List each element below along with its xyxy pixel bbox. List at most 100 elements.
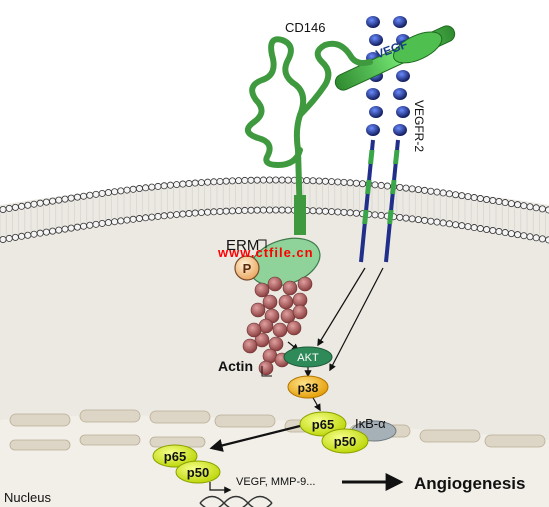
membrane-bead	[210, 208, 218, 216]
membrane-bead	[507, 230, 515, 238]
membrane-bead	[80, 192, 88, 200]
membrane-bead	[235, 177, 243, 185]
membrane-bead	[464, 193, 472, 201]
actin-bead	[278, 294, 294, 310]
membrane-bead	[383, 182, 391, 190]
membrane-bead	[489, 197, 497, 205]
dna-helix	[199, 495, 273, 507]
vegfr2-label: VEGFR-2	[412, 100, 426, 152]
membrane-bead	[545, 236, 549, 244]
membrane-bead	[154, 212, 162, 220]
membrane-bead	[340, 178, 348, 186]
membrane-bead	[507, 200, 515, 208]
membrane-bead	[179, 210, 187, 218]
membrane-bead	[346, 179, 354, 187]
membrane-bead	[253, 176, 261, 184]
membrane-bead	[489, 227, 497, 235]
membrane-bead	[272, 176, 280, 184]
membrane-bead	[98, 219, 106, 227]
membrane-bead	[427, 217, 435, 225]
membrane-bead	[204, 178, 212, 186]
receptor-bead	[366, 124, 380, 136]
receptor-green-segment	[368, 149, 375, 165]
membrane-bead	[11, 203, 19, 211]
membrane-bead	[520, 232, 528, 240]
membrane-bead	[452, 191, 460, 199]
membrane-bead	[458, 192, 466, 200]
membrane-bead	[228, 177, 236, 185]
membrane-bead	[197, 179, 205, 187]
p65-nucleus-label: p65	[164, 449, 186, 464]
membrane-bead	[278, 206, 286, 214]
membrane-bead	[247, 176, 255, 184]
p50-nucleus-label: p50	[187, 465, 209, 480]
membrane-bead	[42, 228, 50, 236]
membrane-bead	[470, 194, 478, 202]
actin-bead	[297, 276, 313, 292]
membrane-bead	[104, 189, 112, 197]
membrane-bead	[222, 177, 230, 185]
membrane-bead	[514, 231, 522, 239]
membrane-bead	[396, 213, 404, 221]
membrane-bead	[340, 208, 348, 216]
actin-bead	[246, 322, 262, 338]
watermark-text: www.ctfile.cn	[217, 245, 314, 260]
membrane-bead	[526, 233, 534, 241]
membrane-bead	[204, 208, 212, 216]
nuclear-pore-segment	[79, 409, 141, 423]
membrane-bead	[173, 181, 181, 189]
actin-bead	[272, 322, 288, 338]
membrane-bead	[148, 183, 156, 191]
receptor-green-segment	[387, 209, 394, 225]
arrow-transcription	[209, 482, 232, 494]
membrane-bead	[123, 186, 131, 194]
arrow-receptor-p38	[329, 267, 384, 372]
membrane-bead	[352, 179, 360, 187]
membrane-bead	[284, 206, 292, 214]
arrow-p38-p65	[311, 395, 321, 412]
membrane-bead	[173, 211, 181, 219]
membrane-bead	[495, 228, 503, 236]
vegfr2-receptor	[359, 16, 410, 263]
membrane-bead	[439, 189, 447, 197]
membrane-bead	[476, 225, 484, 233]
membrane-bead	[470, 224, 478, 232]
membrane-bead	[278, 176, 286, 184]
receptor-bead	[393, 88, 407, 100]
erm-pointer	[258, 239, 267, 248]
membrane-bead	[135, 185, 143, 193]
membrane-bead	[514, 201, 522, 209]
receptor-bead	[366, 16, 380, 28]
membrane-bead	[526, 203, 534, 211]
membrane-bead	[0, 205, 7, 213]
membrane-bead	[520, 202, 528, 210]
membrane-bead	[408, 185, 416, 193]
arrow-receptor-akt	[317, 267, 366, 347]
membrane-bead	[179, 180, 187, 188]
membrane-bead	[396, 183, 404, 191]
membrane-bead	[377, 181, 385, 189]
membrane-bead	[166, 211, 174, 219]
membrane-bead	[142, 214, 150, 222]
p65-cytoplasm-label: p65	[312, 417, 334, 432]
membrane-bead	[185, 210, 193, 218]
membrane-bead	[321, 207, 329, 215]
membrane-bead	[67, 194, 75, 202]
actin-bead	[250, 302, 266, 318]
membrane-bead	[328, 208, 336, 216]
membrane-bead	[402, 214, 410, 222]
receptor-bead	[369, 106, 383, 118]
membrane-bead	[377, 211, 385, 219]
actin-bead	[258, 360, 274, 376]
receptor-bead	[369, 34, 383, 46]
membrane-bead	[36, 199, 44, 207]
membrane-bead	[216, 177, 224, 185]
membrane-bead	[414, 186, 422, 194]
cd146-protein	[245, 36, 373, 235]
membrane-bead	[123, 216, 131, 224]
erm-label: ERM	[226, 237, 259, 254]
nuclear-pore-segment	[79, 434, 141, 446]
receptor-bead	[393, 16, 407, 28]
